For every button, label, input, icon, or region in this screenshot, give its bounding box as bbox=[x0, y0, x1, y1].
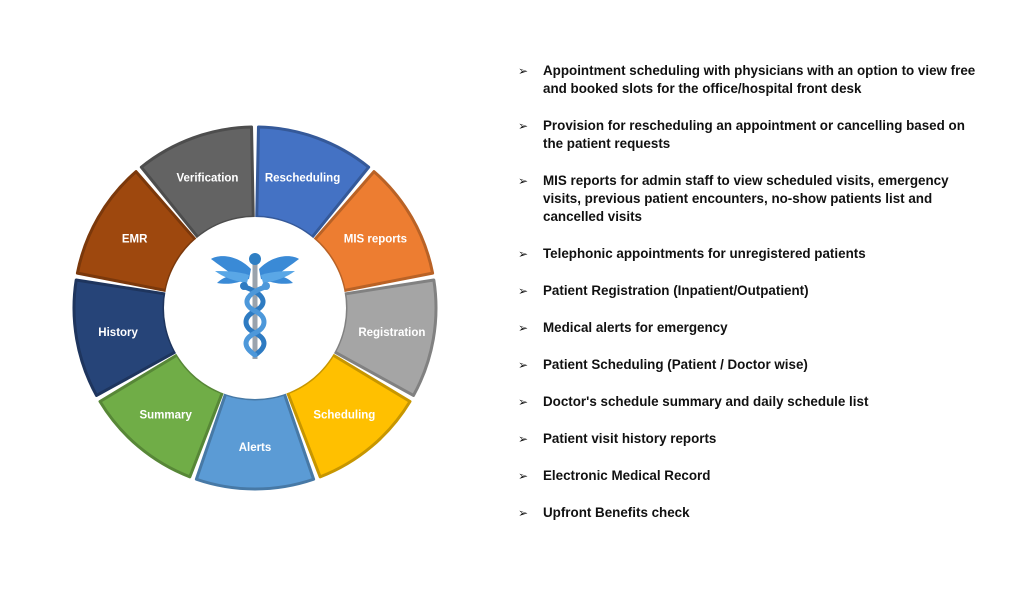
feature-item: ➢ Upfront Benefits check bbox=[518, 504, 988, 522]
feature-item: ➢ Doctor's schedule summary and daily sch… bbox=[518, 393, 988, 411]
feature-text: Patient Registration (Inpatient/Outpatie… bbox=[543, 283, 809, 298]
wheel-label-alerts: Alerts bbox=[239, 442, 272, 454]
feature-item: ➢ Electronic Medical Record bbox=[518, 467, 988, 485]
arrow-bullet-icon: ➢ bbox=[518, 64, 529, 78]
arrow-bullet-icon: ➢ bbox=[518, 284, 529, 298]
feature-text: Upfront Benefits check bbox=[543, 505, 690, 520]
arrow-bullet-icon: ➢ bbox=[518, 119, 529, 133]
feature-item: ➢ Provision for rescheduling an appointme… bbox=[518, 117, 988, 153]
arrow-bullet-icon: ➢ bbox=[518, 506, 529, 520]
feature-item: ➢ Patient Scheduling (Patient / Doctor wi… bbox=[518, 356, 988, 374]
wheel-label-history: History bbox=[98, 327, 138, 339]
arrow-bullet-icon: ➢ bbox=[518, 247, 529, 261]
arrow-bullet-icon: ➢ bbox=[518, 395, 529, 409]
wheel-label-verification: Verification bbox=[176, 172, 238, 184]
feature-item: ➢ MIS reports for admin staff to view sch… bbox=[518, 172, 988, 226]
feature-item: ➢ Appointment scheduling with physicians … bbox=[518, 62, 988, 98]
feature-item: ➢ Patient Registration (Inpatient/Outpati… bbox=[518, 282, 988, 300]
feature-text: Patient visit history reports bbox=[543, 431, 717, 446]
feature-list: ➢ Appointment scheduling with physicians … bbox=[518, 62, 988, 541]
feature-text: Electronic Medical Record bbox=[543, 468, 711, 483]
wheel-label-mis-reports: MIS reports bbox=[344, 234, 407, 246]
arrow-bullet-icon: ➢ bbox=[518, 432, 529, 446]
feature-text: Doctor's schedule summary and daily sche… bbox=[543, 394, 869, 409]
arrow-bullet-icon: ➢ bbox=[518, 358, 529, 372]
wheel-label-emr: EMR bbox=[122, 234, 148, 246]
wheel-label-scheduling: Scheduling bbox=[313, 409, 375, 421]
feature-item: ➢ Telephonic appointments for unregistere… bbox=[518, 245, 988, 263]
feature-text: Appointment scheduling with physicians w… bbox=[543, 63, 976, 96]
feature-text: Patient Scheduling (Patient / Doctor wis… bbox=[543, 357, 808, 372]
caduceus-icon bbox=[211, 253, 299, 359]
arrow-bullet-icon: ➢ bbox=[518, 174, 529, 188]
wheel-label-registration: Registration bbox=[358, 327, 425, 339]
arrow-bullet-icon: ➢ bbox=[518, 321, 529, 335]
feature-text: MIS reports for admin staff to view sche… bbox=[543, 173, 949, 224]
feature-item: ➢ Patient visit history reports bbox=[518, 430, 988, 448]
feature-text: Medical alerts for emergency bbox=[543, 320, 728, 335]
feature-item: ➢ Medical alerts for emergency bbox=[518, 319, 988, 337]
wheel-label-summary: Summary bbox=[139, 409, 192, 421]
arrow-bullet-icon: ➢ bbox=[518, 469, 529, 483]
wheel-label-rescheduling: Rescheduling bbox=[265, 172, 340, 184]
feature-text: Telephonic appointments for unregistered… bbox=[543, 246, 866, 261]
feature-text: Provision for rescheduling an appointmen… bbox=[543, 118, 965, 151]
